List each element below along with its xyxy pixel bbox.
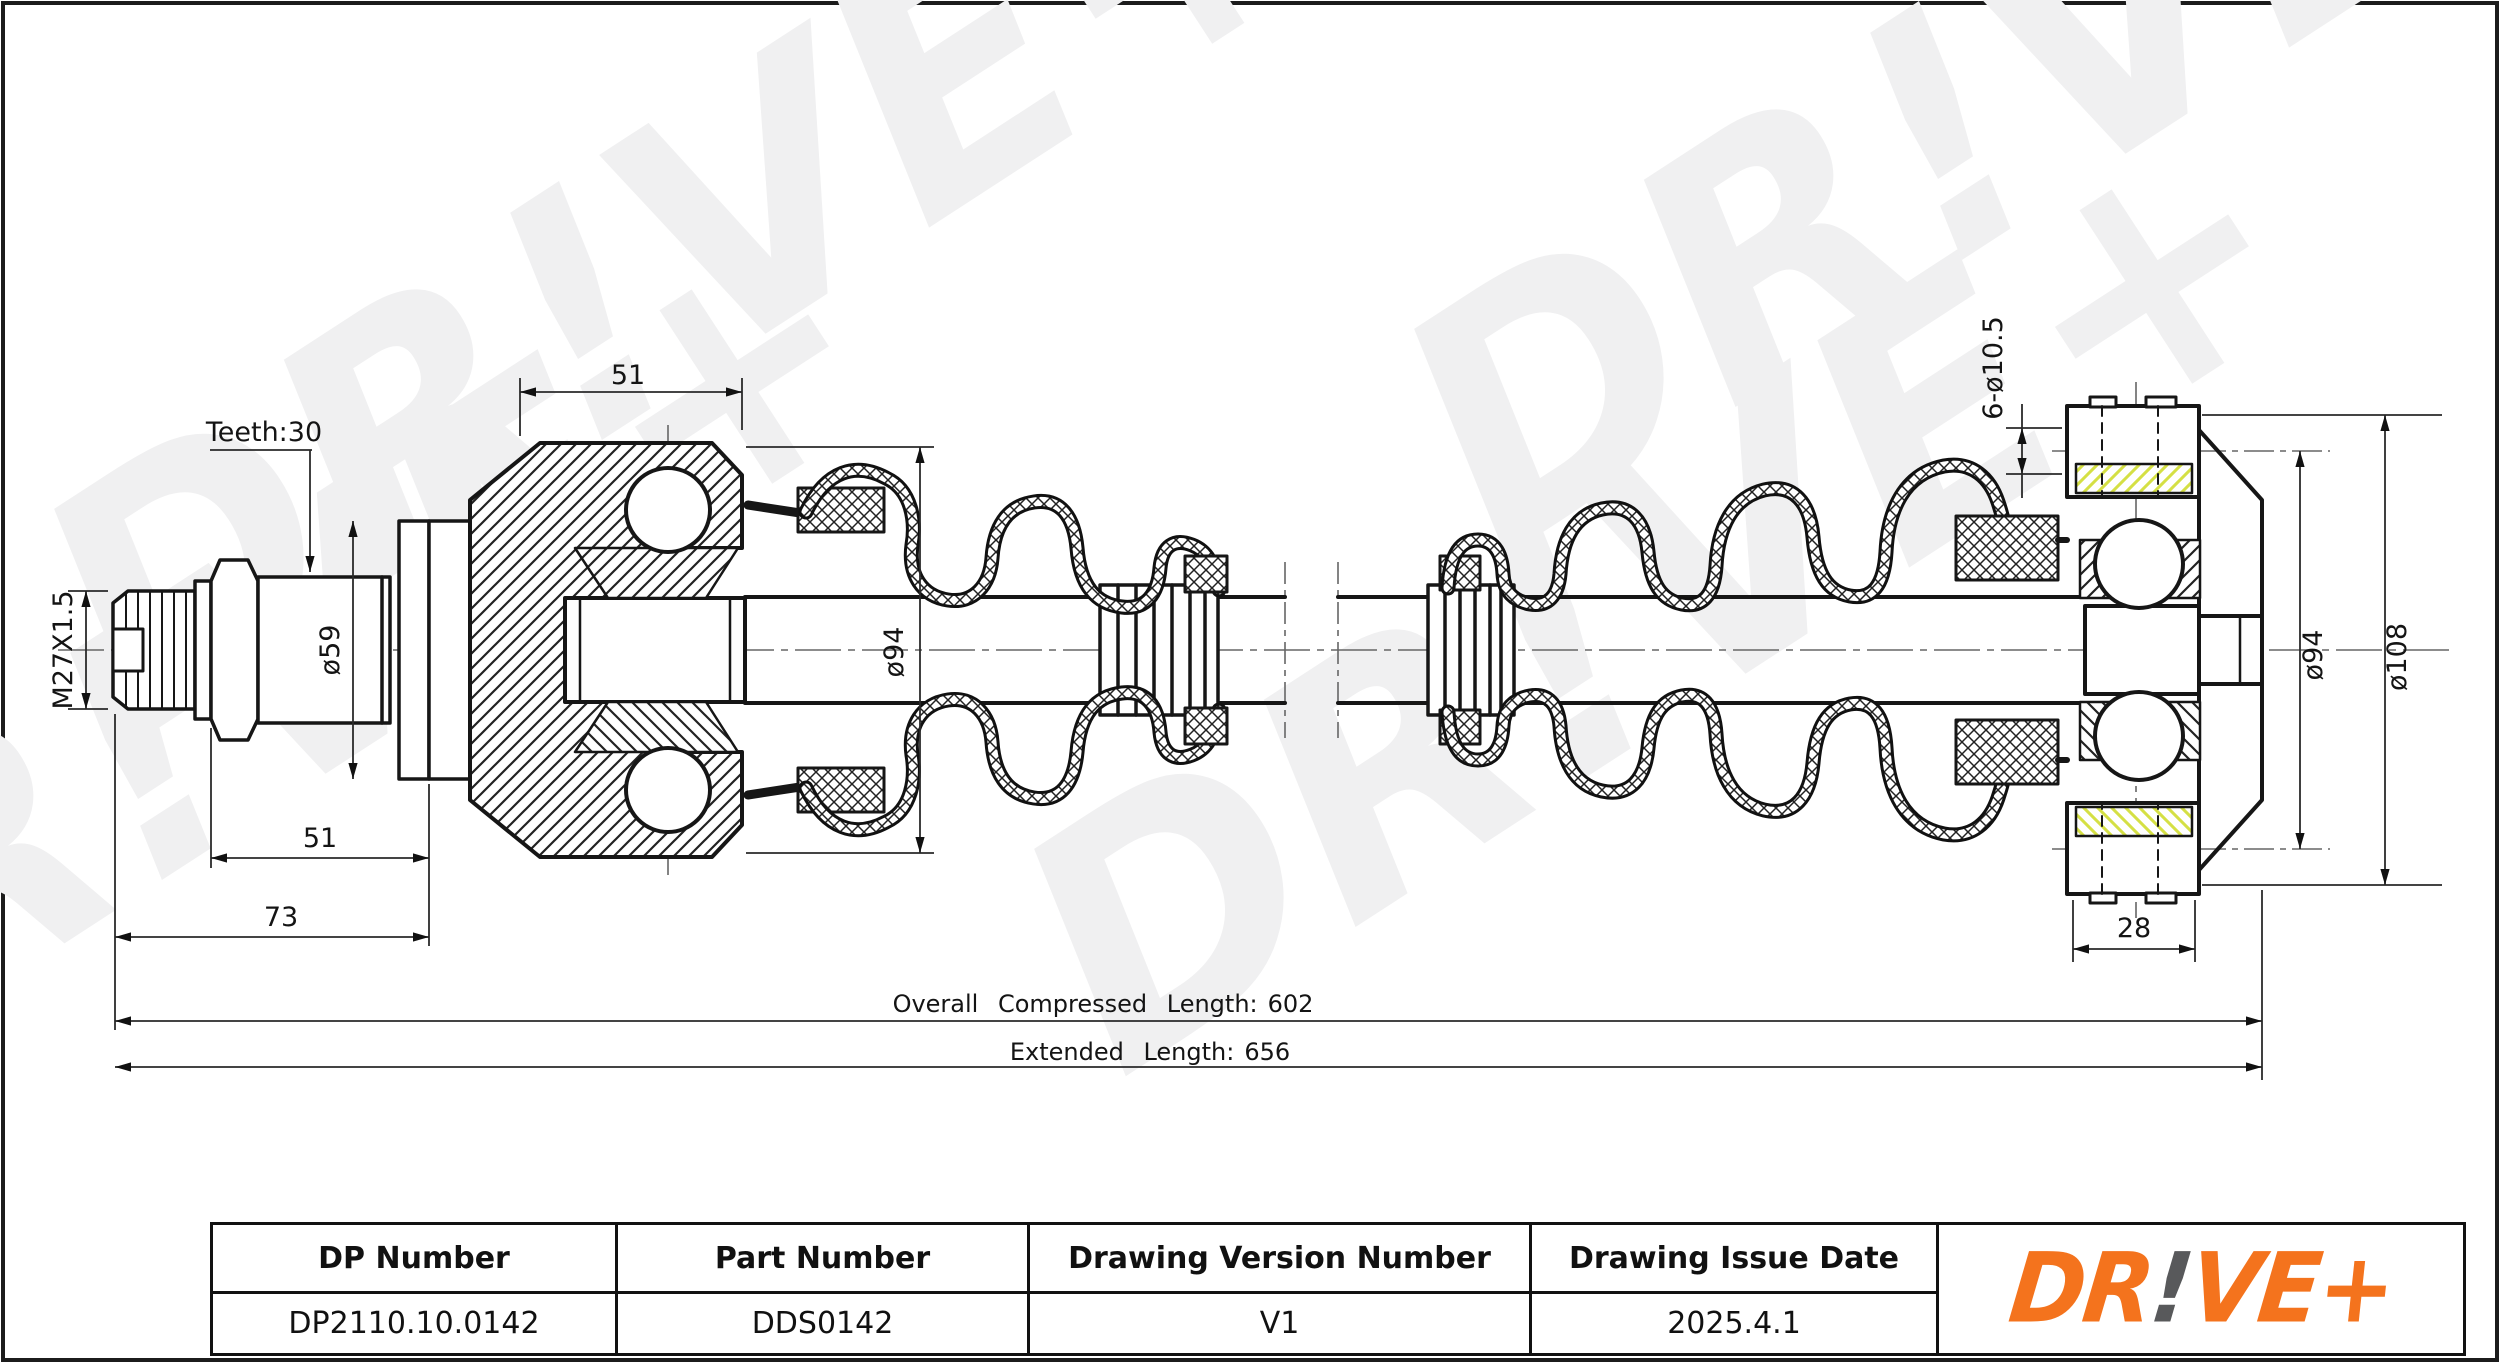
extended-value: 656 — [1244, 1038, 1290, 1066]
flange-seal-yellow — [2074, 462, 2194, 495]
logo-prefix: DR — [2003, 1232, 2158, 1345]
dim-thread: M27X1.5 — [48, 590, 79, 709]
flange-rim — [2065, 395, 2201, 499]
boot-clamp-right-big — [1954, 514, 2060, 582]
brand-logo-cell: DR!VE+ — [1939, 1225, 2463, 1353]
dim-outer-joint-dia: ø94 — [2298, 630, 2329, 681]
compressed-label: Overall Compressed Length: — [893, 990, 1258, 1018]
dimension-labels: 51 Teeth:30 M27X1.5 ø59 ø94 51 73 6-ø10.… — [48, 316, 2413, 1066]
dim-inner-joint-width: 51 — [611, 360, 645, 391]
value-issue-date: 2025.4.1 — [1532, 1294, 1939, 1353]
boot-clamp-left-small — [1183, 554, 1229, 594]
title-block-table: DP Number Part Number Drawing Version Nu… — [210, 1222, 2466, 1356]
spline-section — [256, 519, 472, 781]
dim-compressed-length: Overall Compressed Length: 602 — [893, 990, 1314, 1018]
dim-stub-length: 73 — [264, 902, 298, 933]
dimension-lines — [68, 378, 2442, 1080]
logo-suffix: VE+ — [2184, 1232, 2399, 1345]
compressed-value: 602 — [1268, 990, 1314, 1018]
dim-flange-width: 28 — [2117, 913, 2151, 944]
header-drawing-version: Drawing Version Number — [1030, 1225, 1532, 1294]
dim-flange-dia: ø108 — [2382, 623, 2413, 691]
outer-joint-ball — [2093, 518, 2185, 610]
header-part-number: Part Number — [618, 1225, 1030, 1294]
outer-joint-bell — [2083, 428, 2264, 872]
dim-teeth: Teeth:30 — [205, 417, 322, 448]
stop-collar — [209, 558, 260, 742]
dim-bolt-holes: 6-ø10.5 — [1978, 316, 2009, 420]
shaft-ribs-right — [1426, 583, 1516, 717]
drive-plus-logo: DR!VE+ — [2004, 1232, 2398, 1344]
header-issue-date: Drawing Issue Date — [1532, 1225, 1939, 1294]
threaded-stub — [111, 579, 213, 721]
value-drawing-version: V1 — [1030, 1294, 1532, 1353]
dim-shoulder-dia: ø59 — [315, 625, 346, 676]
boot-right — [1440, 457, 2016, 613]
boot-left — [798, 462, 1227, 615]
dim-extended-length: Extended Length: 656 — [1010, 1038, 1290, 1066]
dim-inner-joint-dia: ø94 — [879, 627, 910, 678]
header-dp-number: DP Number — [213, 1225, 618, 1294]
dim-spline-length: 51 — [303, 823, 337, 854]
extended-label: Extended Length: — [1010, 1038, 1234, 1066]
inner-joint-ball — [624, 466, 712, 554]
value-part-number: DDS0142 — [618, 1294, 1030, 1353]
inner-joint-hub — [563, 596, 747, 704]
value-dp-number: DP2110.10.0142 — [213, 1294, 618, 1353]
boot-lip-left — [743, 500, 805, 518]
